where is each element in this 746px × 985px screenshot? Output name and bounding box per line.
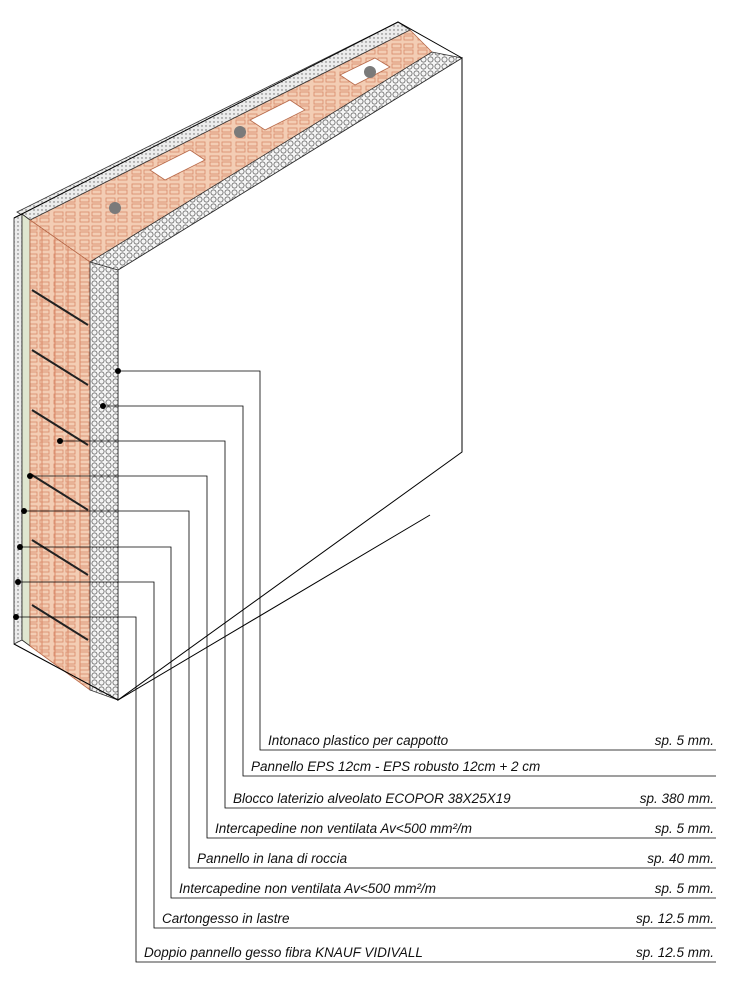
mortar-joints [109, 66, 376, 214]
leader-dot [17, 544, 23, 550]
leader-line [20, 546, 716, 899]
leader-dot [115, 368, 121, 374]
layer-label: Pannello EPS 12cm - EPS robusto 12cm + 2… [251, 759, 540, 774]
layer-label: Intercapedine non ventilata Av<500 mm²/m [215, 821, 472, 836]
layer-label: Pannello in lana di roccia [197, 851, 348, 866]
layer-label: Intonaco plastico per cappotto [268, 733, 449, 748]
side-mortar-ticks [31, 289, 89, 641]
layer-thickness: sp. 5 mm. [655, 821, 714, 836]
brick-vertical-lines [41, 229, 81, 683]
leader-lines [13, 368, 716, 963]
leader-dot [27, 473, 33, 479]
layer-labels: Intonaco plastico per cappotto sp. 5 mm. P… [144, 733, 714, 960]
layer-thickness: sp. 12.5 mm. [636, 911, 714, 926]
leader-dot [21, 508, 27, 514]
layer-thickness: sp. 380 mm. [640, 791, 714, 806]
layer-label: Cartongesso in lastre [162, 911, 290, 926]
leader-dot [15, 579, 21, 585]
leader-line [60, 440, 716, 809]
wall-bottom-outline [13, 514, 431, 701]
leader-line [103, 405, 716, 777]
layer-thickness: sp. 40 mm. [647, 851, 714, 866]
side-insulation [21, 213, 31, 647]
leader-line [118, 370, 716, 751]
leader-dot [57, 438, 63, 444]
leader-dot [13, 614, 19, 620]
leader-line [18, 581, 716, 929]
leader-line [30, 475, 716, 839]
leader-line [24, 510, 716, 869]
leader-line [16, 616, 716, 963]
wall-outline [13, 21, 463, 452]
layer-label: Blocco laterizio alveolato ECOPOR 38X25X… [233, 791, 511, 806]
layer-thickness: sp. 5 mm. [655, 881, 714, 896]
side-brick [29, 219, 91, 691]
layer-label: Intercapedine non ventilata Av<500 mm²/m [179, 881, 436, 896]
layer-thickness: sp. 5 mm. [655, 733, 714, 748]
side-eps [89, 261, 119, 701]
leader-dot [100, 403, 106, 409]
layer-thickness: sp. 12.5 mm. [636, 945, 714, 960]
layer-label: Doppio pannello gesso fibra KNAUF VIDIVA… [144, 945, 423, 960]
